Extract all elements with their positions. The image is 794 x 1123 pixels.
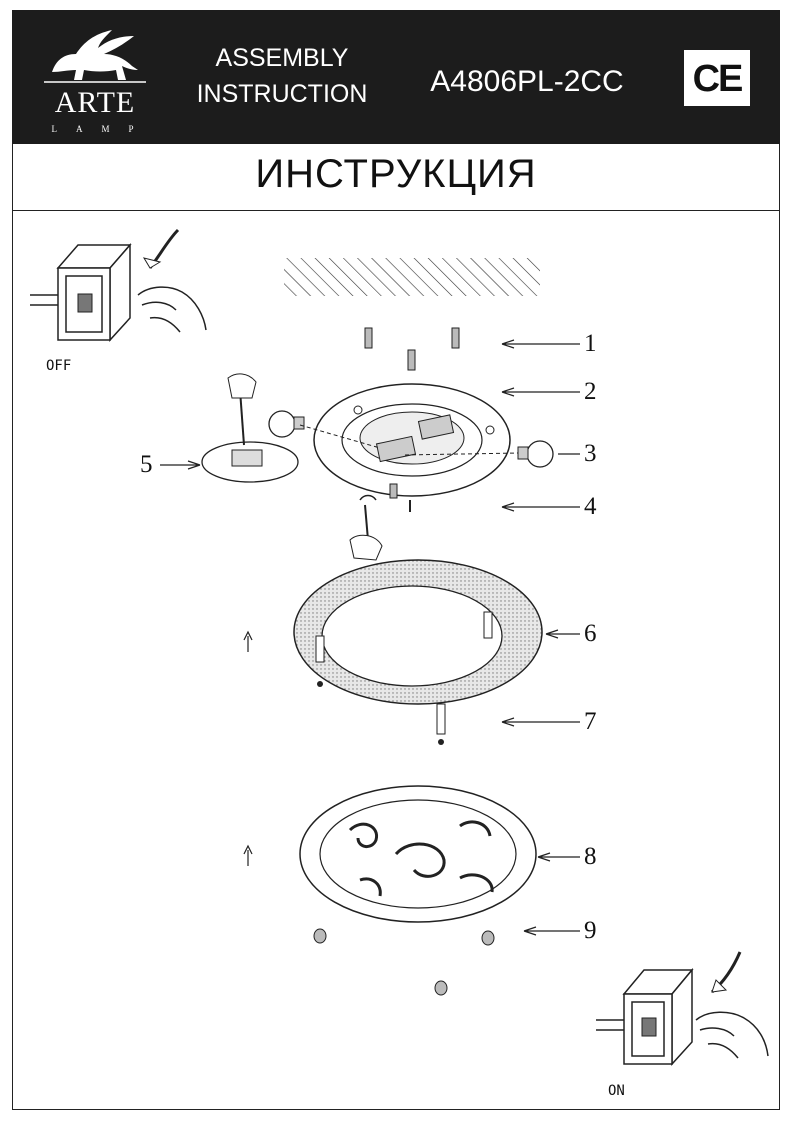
- ceiling-hatch: [284, 258, 540, 296]
- brand-logo: ARTE LAMP: [34, 24, 156, 136]
- doc-type-line2: INSTRUCTION: [196, 80, 368, 108]
- light-bulb-left: [268, 410, 305, 438]
- ceiling-base-plate: [313, 383, 511, 497]
- callout-5: 5: [140, 451, 153, 478]
- callout-leaders: [160, 339, 580, 936]
- screwdriver-hand-top: [227, 373, 257, 399]
- decorative-shade: [299, 785, 537, 923]
- screwdriver-hand-bottom: [349, 494, 383, 561]
- callout-7: 7: [584, 708, 597, 735]
- model-number: A4806PL-2CC: [430, 65, 624, 98]
- spacer-rod: [436, 703, 446, 745]
- logo-subtext: LAMP: [51, 124, 153, 134]
- winged-lion-icon: [44, 30, 146, 83]
- decorative-nuts: [313, 928, 495, 996]
- logo-wordmark: ARTE: [54, 86, 136, 119]
- title-row: ИНСТРУКЦИЯ: [12, 144, 780, 211]
- switch-off-label: OFF: [46, 358, 72, 374]
- hand-icon-off: [137, 286, 207, 333]
- callout-1: 1: [584, 330, 597, 357]
- curved-arrow-on-icon: [711, 951, 742, 994]
- callout-6: 6: [584, 620, 597, 647]
- doc-type-line1: ASSEMBLY: [215, 44, 349, 72]
- wall-switch-off: [30, 242, 132, 342]
- ce-mark: CE: [684, 50, 750, 106]
- callout-4: 4: [584, 493, 597, 520]
- doc-type: ASSEMBLY INSTRUCTION: [182, 40, 382, 112]
- curved-arrow-off-icon: [142, 228, 180, 269]
- terminal-block-detail: [201, 389, 299, 483]
- page-title: ИНСТРУКЦИЯ: [255, 152, 537, 196]
- up-arrow-icon-2: [243, 844, 253, 866]
- lamp-frame-ring: [293, 559, 543, 705]
- hand-icon-on: [695, 1011, 769, 1059]
- light-bulb-right: [517, 440, 554, 468]
- callout-2: 2: [584, 378, 597, 405]
- up-arrow-icon: [243, 630, 253, 652]
- callout-8: 8: [584, 843, 597, 870]
- fixing-screws: [389, 483, 411, 512]
- ceiling-screws: [364, 327, 460, 371]
- switch-on-label: ON: [608, 1083, 625, 1099]
- wall-switch-on: [596, 967, 694, 1066]
- callout-9: 9: [584, 917, 597, 944]
- header-bar: ARTE LAMP ASSEMBLY INSTRUCTION A4806PL-2…: [12, 10, 780, 144]
- callout-3: 3: [584, 440, 597, 467]
